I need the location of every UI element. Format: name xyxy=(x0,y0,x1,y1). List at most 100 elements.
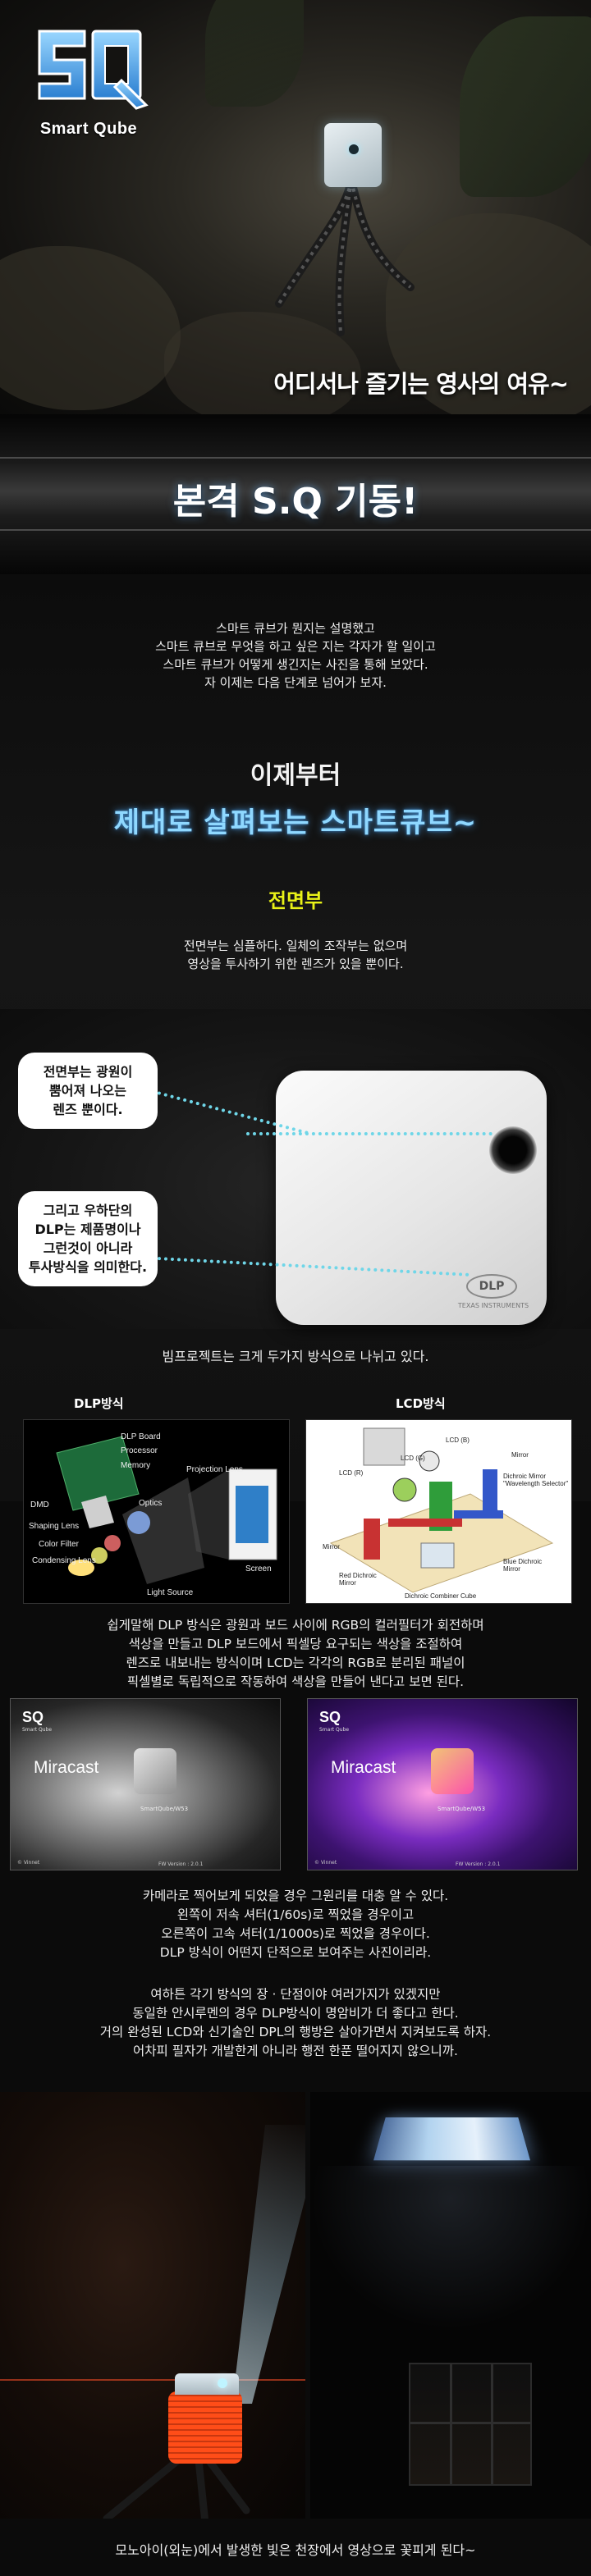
title-banner xyxy=(0,414,591,574)
dlp-callout: 그리고 우하단의 DLP는 제품명이나 그런것이 아니라 투사방식을 의미한다. xyxy=(18,1191,158,1286)
dlp-part-label: Screen xyxy=(245,1564,272,1573)
callout-line: 전면부는 광원이 xyxy=(43,1064,133,1080)
window-frame xyxy=(450,2364,452,2484)
screen-logo-sub: Smart Qube xyxy=(319,1727,350,1733)
hero-plant xyxy=(205,0,304,107)
lcd-part-label: Dichroic Mirror "Wavelength Selector" xyxy=(503,1473,569,1487)
intro-text: 스마트 큐브가 뭔지는 설명했고 스마트 큐브로 무엇을 하고 싶은 지는 각자… xyxy=(0,619,591,692)
camera-text-line: 오른쪽이 고속 셔터(1/1000s)로 찍었을 경우이다. xyxy=(161,1926,430,1941)
dlp-part-label: Color Filter xyxy=(39,1540,79,1549)
dlp-diagram-label: DLP방식 xyxy=(74,1396,124,1411)
screen-model: SmartQube/W53 xyxy=(140,1806,189,1812)
banner-title: 본격 S.Q 기동! xyxy=(172,481,419,523)
cube-front-view: DLP TEXAS INSTRUMENTS xyxy=(276,1071,547,1325)
dlp-description: 쉽게말해 DLP 방식은 광원과 보드 사이에 RGB의 컬러필터가 회전하며 … xyxy=(0,1616,591,1692)
dlp-diagram: DLP Board Processor Memory Projection Le… xyxy=(23,1419,290,1604)
room-glow xyxy=(310,2166,591,2330)
lcd-part-label: LCD (R) xyxy=(339,1469,364,1477)
dlp-desc-line: 픽셀별로 독립적으로 작동하여 색상을 만들어 낸다고 보면 된다. xyxy=(126,1674,465,1689)
room-window xyxy=(409,2363,532,2486)
screen-model: SmartQube/W53 xyxy=(438,1806,486,1812)
screen-credit: © Vinnet xyxy=(314,1860,337,1866)
dlp-desc-line: 렌즈로 내보내는 방식이며 LCD는 각각의 RGB로 분리된 패널이 xyxy=(126,1656,465,1670)
dlp-part-label: Memory xyxy=(121,1461,151,1470)
callout-line: 투사방식을 의미한다. xyxy=(28,1259,148,1275)
lcd-part-label: Red Dichroic Mirror xyxy=(339,1572,377,1587)
front-description: 전면부는 심플하다. 일체의 조작부는 없으며 영상을 투사하기 위한 렌즈가 … xyxy=(0,937,591,973)
lens-callout: 전면부는 광원이 뿜어져 나오는 렌즈 뿐이다. xyxy=(18,1053,158,1129)
callout-line: 뿜어져 나오는 xyxy=(49,1083,126,1098)
light-streak xyxy=(0,2379,305,2381)
projection-beam-photo xyxy=(0,2092,305,2519)
dlp-part-label: DLP Board xyxy=(121,1432,161,1441)
front-desc-line: 영상을 투사하기 위한 렌즈가 있을 뿐이다. xyxy=(187,957,404,971)
lcd-part-label: Mirror xyxy=(323,1543,340,1551)
light-beam xyxy=(232,2125,305,2404)
screen-title: Miracast xyxy=(331,1758,396,1777)
pros-text-line: 여하튼 각기 방식의 장 · 단점이야 여러가지가 있겠지만 xyxy=(150,1987,441,2002)
camera-comparison-text: 카메라로 찍어보게 되었을 경우 그원리를 대충 알 수 있다. 왼쪽이 저속 … xyxy=(0,1887,591,1962)
screen-version: FW Version : 2.0.1 xyxy=(456,1861,501,1867)
gorillapod-tripod-icon xyxy=(275,176,415,336)
smart-qube-logo: Smart Qube xyxy=(23,23,154,139)
dlp-desc-line: 색상을 만들고 DLP 보드에서 픽셀당 요구되는 색상을 조절하여 xyxy=(128,1637,463,1651)
hero-rock xyxy=(386,213,591,414)
screen-logo-mark: SQ xyxy=(22,1709,44,1725)
hero-photo: Smart Qube 어디서나 즐기는 영사의 여유~ xyxy=(0,0,591,414)
front-desc-line: 전면부는 심플하다. 일체의 조작부는 없으며 xyxy=(183,939,408,953)
pros-text-line: 어차피 필자가 개발한게 아니라 행전 한푼 떨어지지 않으니까. xyxy=(133,2044,458,2058)
lcd-part-label: Mirror xyxy=(511,1451,529,1459)
intro-line: 자 이제는 다음 단계로 넘어가 보자. xyxy=(204,675,387,690)
device-lens xyxy=(349,144,359,154)
lcd-part-label: LCD (G) xyxy=(401,1455,425,1462)
dlp-part-label: Shaping Lens xyxy=(29,1522,80,1531)
lcd-diagram-label: LCD방식 xyxy=(396,1396,446,1411)
dlp-optics-illustration xyxy=(56,1436,277,1584)
dlp-logo: DLP xyxy=(466,1274,517,1299)
dlp-part-label: Light Source xyxy=(147,1588,194,1597)
projection-types-text: 빔프로젝트는 크게 두가지 방식으로 나뉘고 있다. xyxy=(162,1349,429,1364)
screen-slow-shutter: SQ Smart Qube Miracast SmartQube/W53 © V… xyxy=(10,1698,281,1870)
intro-line: 스마트 큐브가 어떻게 생긴지는 사진을 통해 보았다. xyxy=(163,657,428,672)
orange-smart-qube xyxy=(168,2373,242,2464)
screen-version: FW Version : 2.0.1 xyxy=(158,1861,204,1867)
ti-label: TEXAS INSTRUMENTS xyxy=(457,1302,529,1309)
ceiling-projection-photo xyxy=(310,2092,591,2519)
heading-line-1: 이제부터 xyxy=(250,761,341,790)
hero-caption: 어디서나 즐기는 영사의 여유~ xyxy=(273,370,569,398)
pros-text-line: 동일한 안시루멘의 경우 DLP방식이 명암비가 더 좋다고 한다. xyxy=(132,2006,459,2021)
screen-credit: © Vinnet xyxy=(17,1860,40,1866)
hero-plant xyxy=(460,16,591,197)
logo-text: Smart Qube xyxy=(39,120,138,138)
callout-line: 그런것이 아니라 xyxy=(43,1240,133,1256)
ceiling-projected-image xyxy=(373,2117,530,2161)
projector-lens xyxy=(489,1126,537,1174)
cube-top xyxy=(175,2373,239,2395)
pros-cons-text: 여하튼 각기 방식의 장 · 단점이야 여러가지가 있겠지만 동일한 안시루멘의… xyxy=(0,1985,591,2061)
banner-line xyxy=(0,529,591,531)
dlp-part-label: Condensing Lens xyxy=(32,1556,96,1565)
bottom-caption: 모노아이(외눈)에서 발생한 빛은 천장에서 영상으로 꽃피게 된다~ xyxy=(115,2542,476,2558)
screen-title: Miracast xyxy=(34,1758,99,1777)
lcd-part-label: Dichroic Combiner Cube xyxy=(405,1592,477,1600)
lcd-part-label: Blue Dichroic Mirror xyxy=(503,1558,543,1573)
heading-line-2: 제대로 살펴보는 스마트큐브~ xyxy=(113,806,478,839)
lcd-part-label: LCD (B) xyxy=(446,1436,470,1444)
smart-qube-device xyxy=(324,123,382,187)
window-frame xyxy=(491,2364,493,2484)
screen-logo-mark: SQ xyxy=(319,1709,341,1725)
screen-fast-shutter: SQ Smart Qube Miracast SmartQube/W53 © V… xyxy=(307,1698,578,1870)
callout-line: 그리고 우하단의 xyxy=(43,1203,133,1218)
cube-lens-glow xyxy=(218,2378,227,2388)
cube-icon xyxy=(431,1748,474,1794)
dlp-part-label: Optics xyxy=(139,1499,163,1508)
pros-text-line: 거의 완성된 LCD와 신기술인 DPL의 행방은 살아가면서 지켜보도록 하자… xyxy=(99,2025,492,2039)
intro-line: 스마트 큐브로 무엇을 하고 싶은 지는 각자가 할 일이고 xyxy=(155,639,436,654)
dlp-part-label: Projection Lens xyxy=(186,1465,243,1474)
dlp-part-label: Processor xyxy=(121,1446,158,1455)
camera-text-line: DLP 방식이 어떤지 단적으로 보여주는 사진이리라. xyxy=(159,1945,432,1960)
camera-text-line: 왼쪽이 저속 셔터(1/60s)로 찍었을 경우이고 xyxy=(176,1907,415,1922)
callout-line: DLP는 제품명이나 xyxy=(34,1222,141,1237)
callout-pointer xyxy=(246,1132,492,1135)
